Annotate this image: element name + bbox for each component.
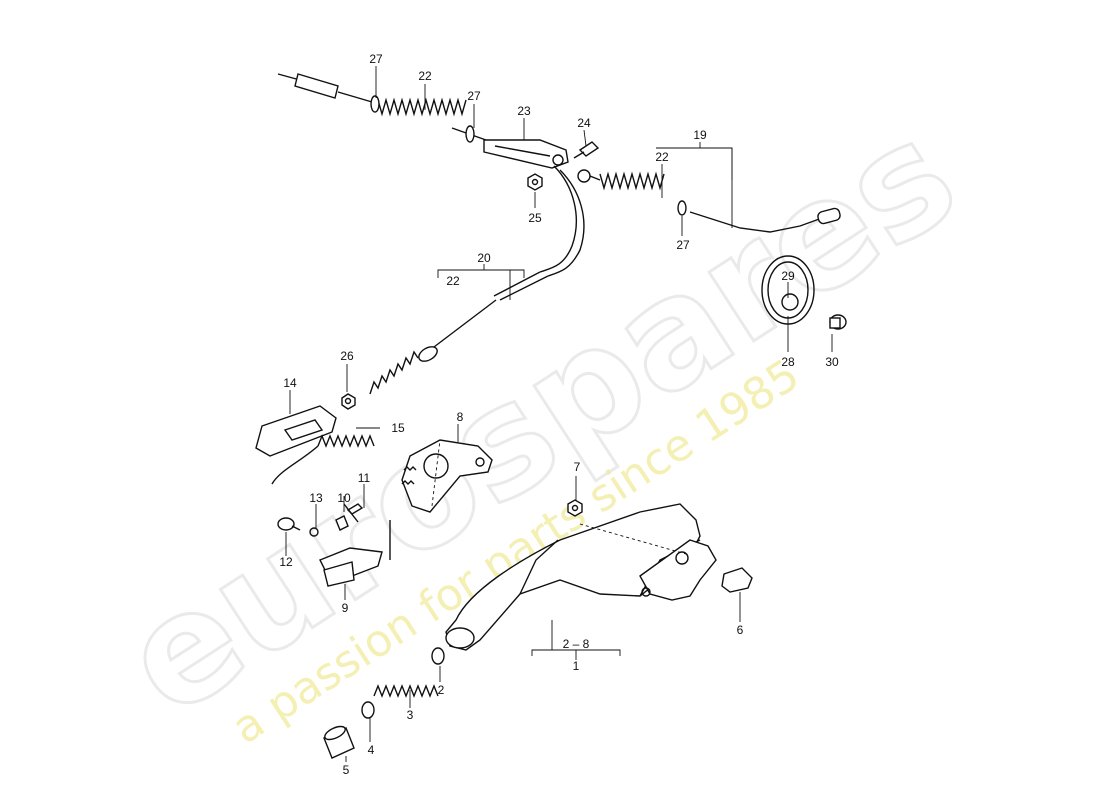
switch-group [277,503,391,587]
spring-22-upper [377,97,467,117]
callout-24: 24 [577,116,591,130]
bolt-6 [721,567,753,593]
callout-6: 6 [737,623,744,637]
nut-26 [341,393,356,410]
callout-10: 10 [337,491,351,505]
callout-9: 9 [342,601,349,615]
callout-12: 12 [279,555,293,569]
callout-27-b: 27 [467,89,481,103]
callout-11: 11 [358,471,371,485]
washer-13 [309,527,319,537]
callout-2-8: 2 – 8 [563,637,590,651]
leader-lines [285,66,833,762]
spring-3 [373,684,439,698]
clip-27-a [370,95,380,113]
callout-19: 19 [693,128,707,142]
callout-20: 20 [477,251,491,265]
sector-plate-8 [401,439,493,513]
callout-27-c: 27 [676,238,690,252]
clip-27-b [465,125,475,143]
grip-parts [323,647,445,759]
callout-28: 28 [781,355,795,369]
sleeve-2 [431,647,445,665]
bush-4 [361,701,375,719]
callout-14: 14 [283,376,297,390]
callout-30: 30 [825,355,839,369]
spring-15 [271,434,375,485]
nut-7 [567,499,583,517]
callout-29: 29 [781,269,795,283]
callout-26: 26 [340,349,354,363]
callout-5: 5 [343,763,350,777]
screw-12 [277,517,301,531]
callout-1: 1 [573,659,580,673]
callout-3: 3 [407,708,414,722]
callout-labels: 27 22 27 23 24 25 19 22 27 20 22 26 14 1… [279,52,839,777]
bracket-23 [483,139,569,169]
cable-19 [577,169,841,233]
callout-15: 15 [391,421,405,435]
callout-4: 4 [368,743,375,757]
knob-5 [323,725,355,759]
callout-2: 2 [438,683,445,697]
upper-cable-assembly [255,73,841,485]
callout-23: 23 [517,104,531,118]
callout-22-a: 22 [418,69,432,83]
callout-13: 13 [309,491,323,505]
cable-20 [369,165,585,395]
callout-22-c: 22 [446,274,460,288]
equalizer-14 [255,405,337,457]
callout-8: 8 [457,410,464,424]
callout-27-a: 27 [369,52,383,66]
callout-25: 25 [528,211,542,225]
callout-22-b: 22 [655,150,669,164]
bolt-30 [829,314,847,330]
handbrake-lever-1 [445,499,753,651]
bolt-24 [573,141,600,159]
nut-25 [527,173,543,191]
callout-7: 7 [574,460,581,474]
